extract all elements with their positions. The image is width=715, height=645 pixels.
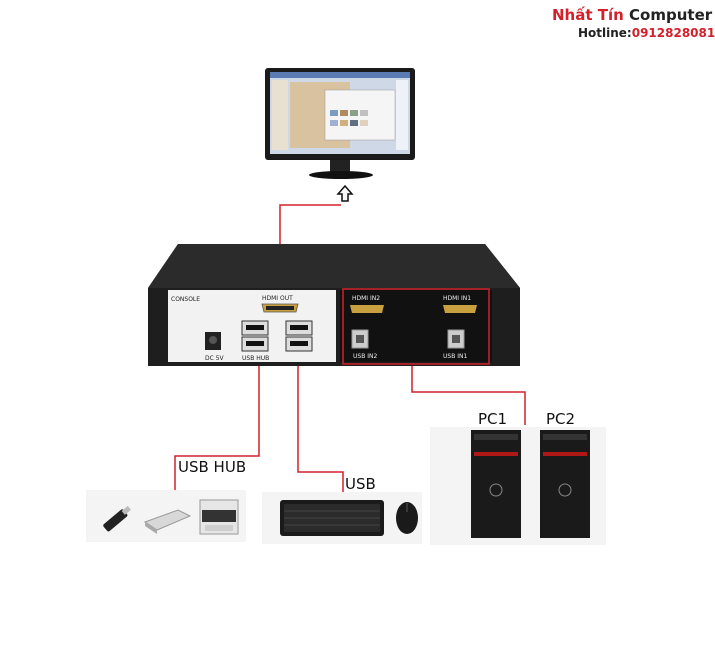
brand-name-dark: Computer	[629, 6, 713, 24]
pc-group	[430, 427, 606, 545]
hotline: Hotline:0912828081	[578, 26, 715, 40]
hdmi-in1-label: HDMI IN1	[443, 295, 471, 302]
pc2-label: PC2	[546, 410, 576, 428]
pc2-tower	[540, 430, 590, 538]
usb-hub-label: USB HUB	[178, 458, 247, 476]
hotline-label: Hotline:	[578, 26, 632, 40]
usb-label: USB	[345, 475, 376, 493]
hdmi-out-label: HDMI OUT	[262, 295, 293, 302]
usb-hub-line	[174, 365, 260, 490]
pc1-label: PC1	[478, 410, 508, 428]
usb-line	[297, 365, 344, 492]
brand-name-red: Nhất Tín	[552, 6, 624, 24]
kvm-switch	[148, 244, 520, 366]
pc-line	[411, 365, 526, 425]
pc1-tower	[471, 430, 521, 538]
printer-icon	[199, 499, 239, 535]
hdmi-in2-label: HDMI IN2	[352, 295, 380, 302]
scanner-icon	[143, 509, 192, 534]
dc-label: DC 5V	[205, 355, 225, 362]
usb-in2-label: USB IN2	[353, 353, 377, 360]
usb-devices	[262, 492, 422, 544]
up-arrow-icon	[336, 184, 354, 202]
usb-hub-devices	[86, 490, 246, 542]
console-label: CONSOLE	[171, 296, 200, 303]
monitor	[265, 68, 415, 179]
usb-hub-port-label: USB HUB	[242, 355, 269, 362]
mouse-icon	[396, 502, 418, 534]
flash-drive-icon	[103, 505, 131, 532]
keyboard-icon	[280, 500, 384, 536]
hotline-number: 0912828081	[631, 26, 715, 40]
brand-title: Nhất Tín Computer	[552, 6, 712, 24]
usb-in1-label: USB IN1	[443, 353, 467, 360]
